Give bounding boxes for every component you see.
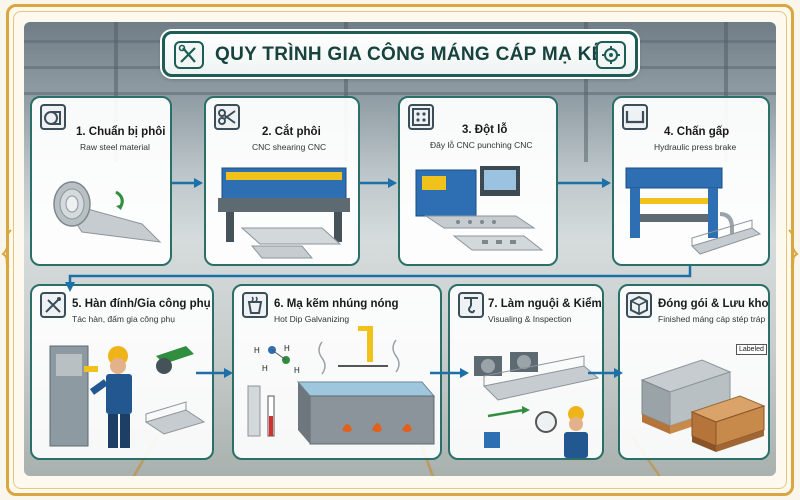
- galvanizing-tank-illustration: [247, 326, 436, 445]
- arrow-2-to-3: [360, 178, 397, 188]
- step-7-title: 7. Làm nguội & Kiểm tra: [488, 298, 602, 310]
- punch-grid-icon: [408, 104, 434, 130]
- arrow-5-to-6: [196, 368, 233, 378]
- box-label: Labeled: [736, 344, 767, 355]
- step-6-title: 6. Mạ kẽm nhúng nóng: [274, 298, 399, 310]
- title-banner: QUY TRÌNH GIA CÔNG MÁNG CÁP MẠ KẼM: [162, 31, 638, 77]
- step-5-subtitle: Tác hàn, đấm gia công phụ: [72, 314, 176, 324]
- step-4-subtitle: Hydraulic press brake: [654, 142, 737, 152]
- step-panel-8: Đóng gói & Lưu kho Finished máng cáp sté…: [618, 284, 770, 460]
- step-4-title: 4. Chấn gấp: [664, 126, 730, 138]
- inspection-illustration: [474, 352, 600, 458]
- step-panel-2: 2. Cắt phôi CNC shearing CNC: [204, 96, 360, 266]
- cnc-shearing-illustration: [218, 167, 350, 259]
- press-brake-illustration: [625, 167, 762, 255]
- step-7-subtitle: Visualing & Inspection: [488, 314, 572, 324]
- tools-icon: [174, 41, 204, 69]
- arrow-6-to-7: [430, 368, 469, 378]
- crane-hook-icon: [458, 292, 484, 318]
- chemical-h-4: H: [294, 366, 300, 375]
- packaging-illustration: [640, 359, 766, 452]
- scissors-icon: [214, 104, 240, 130]
- galvanizing-icon: [242, 292, 268, 318]
- chemical-h-2: H: [284, 344, 290, 353]
- package-icon: [626, 292, 652, 318]
- frame-ornament-right: [788, 229, 799, 268]
- bend-icon: [622, 104, 648, 130]
- chemical-h-1: H: [254, 346, 260, 355]
- arrow-7-to-8: [588, 368, 623, 378]
- step-panel-7: 7. Làm nguội & Kiểm tra Visualing & Insp…: [448, 284, 604, 460]
- welding-worker-illustration: [49, 345, 206, 448]
- step-panel-5: 5. Hàn đính/Gia công phụ Tác hàn, đấm gi…: [30, 284, 214, 460]
- step-panel-4: 4. Chấn gấp Hydraulic press brake: [612, 96, 770, 266]
- step-3-subtitle: Đây lỗ CNC punching CNC: [430, 140, 533, 150]
- arrow-1-to-2: [172, 178, 203, 188]
- step-6-subtitle: Hot Dip Galvanizing: [274, 314, 350, 324]
- step-panel-6: 6. Mạ kẽm nhúng nóng Hot Dip Galvanizing…: [232, 284, 442, 460]
- arrow-4-to-5-connector: [65, 266, 692, 292]
- step-2-title: 2. Cắt phôi: [262, 126, 321, 138]
- steel-coil-illustration: [53, 181, 162, 243]
- page-title: QUY TRÌNH GIA CÔNG MÁNG CÁP MẠ KẼM: [215, 44, 621, 65]
- step-1-title: 1. Chuẩn bị phôi: [76, 126, 166, 138]
- welding-tools-icon: [40, 292, 66, 318]
- coil-icon: [40, 104, 66, 130]
- step-3-title: 3. Đột lỗ: [462, 124, 508, 136]
- chemical-h-3: H: [262, 364, 268, 373]
- arrow-3-to-4: [558, 178, 611, 188]
- cnc-punching-illustration: [415, 166, 544, 251]
- frame-ornament-left: [1, 229, 12, 268]
- step-panel-3: 3. Đột lỗ Đây lỗ CNC punching CNC: [398, 96, 558, 266]
- factory-gear-icon: [596, 41, 626, 69]
- step-8-subtitle: Finished máng cáp stép tráp: [658, 314, 766, 324]
- step-2-subtitle: CNC shearing CNC: [252, 142, 327, 152]
- step-panel-1: 1. Chuẩn bị phôi Raw steel material: [30, 96, 172, 266]
- step-8-title: Đóng gói & Lưu kho: [658, 298, 769, 310]
- step-5-title: 5. Hàn đính/Gia công phụ: [72, 298, 211, 310]
- step-1-subtitle: Raw steel material: [80, 142, 150, 152]
